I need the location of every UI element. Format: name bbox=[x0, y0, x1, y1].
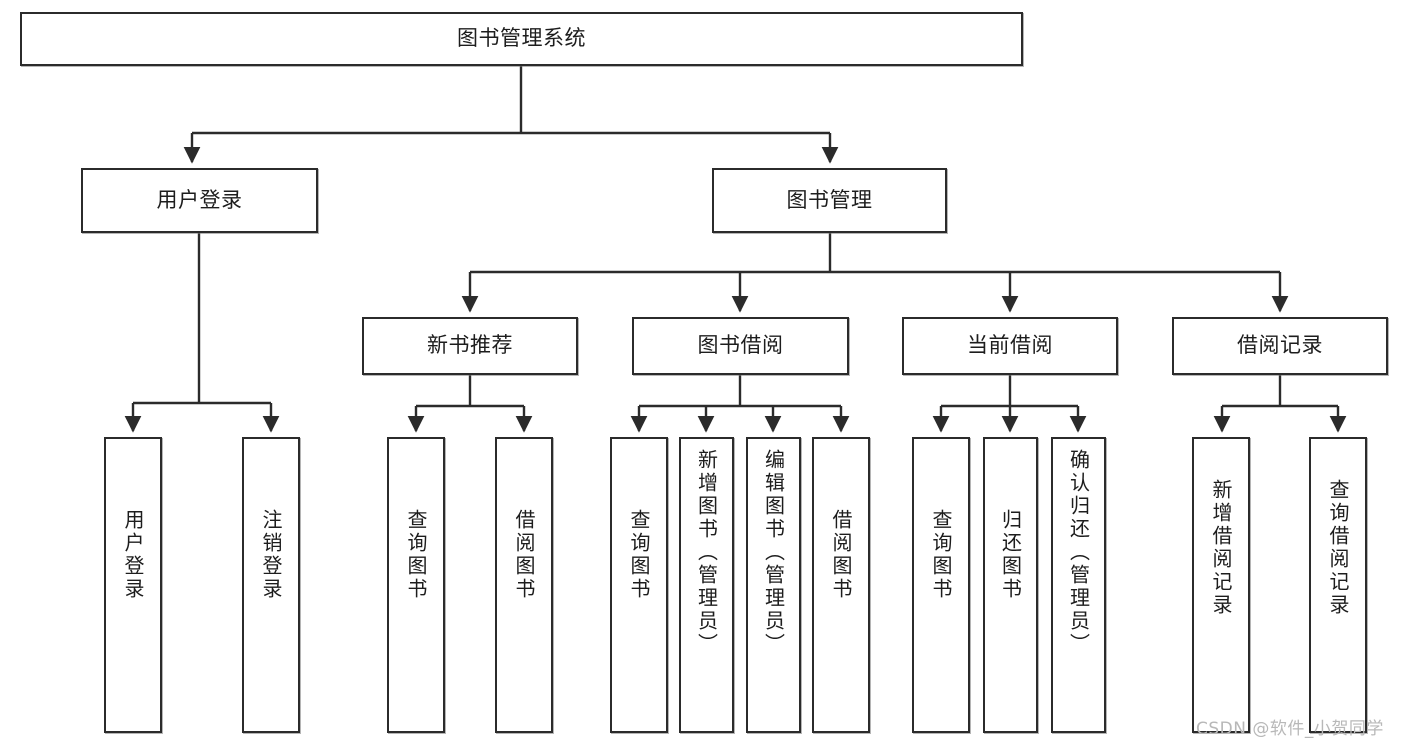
node-book-management-label: 图书管理 bbox=[786, 187, 873, 212]
node-book-management[interactable]: 图书管理 bbox=[712, 168, 947, 233]
node-leaf-confirm-return-admin-label: 确认归还（管理员） bbox=[1066, 449, 1091, 656]
node-leaf-borrow-book-1[interactable]: 借阅图书 bbox=[495, 437, 553, 733]
node-leaf-add-book-admin-label: 新增图书（管理员） bbox=[694, 449, 719, 656]
node-leaf-edit-book-admin-label: 编辑图书（管理员） bbox=[761, 449, 786, 656]
node-leaf-add-book-admin[interactable]: 新增图书（管理员） bbox=[679, 437, 734, 733]
node-root-label: 图书管理系统 bbox=[457, 26, 586, 51]
node-current-borrow[interactable]: 当前借阅 bbox=[902, 317, 1118, 375]
node-new-book-recommend-label: 新书推荐 bbox=[427, 333, 513, 358]
node-leaf-edit-book-admin[interactable]: 编辑图书（管理员） bbox=[746, 437, 801, 733]
node-current-borrow-label: 当前借阅 bbox=[967, 333, 1053, 358]
node-leaf-borrow-book-1-label: 借阅图书 bbox=[512, 509, 536, 601]
node-leaf-query-book-1-label: 查询图书 bbox=[404, 509, 428, 601]
node-leaf-return-book-label: 归还图书 bbox=[998, 509, 1023, 601]
node-leaf-query-book-2-label: 查询图书 bbox=[627, 509, 651, 601]
node-book-borrow[interactable]: 图书借阅 bbox=[632, 317, 849, 375]
node-leaf-add-borrow-record-label: 新增借阅记录 bbox=[1209, 479, 1233, 617]
node-leaf-add-borrow-record[interactable]: 新增借阅记录 bbox=[1192, 437, 1250, 733]
node-leaf-query-borrow-record-label: 查询借阅记录 bbox=[1326, 479, 1350, 617]
node-leaf-user-login[interactable]: 用户登录 bbox=[104, 437, 162, 733]
node-leaf-query-borrow-record[interactable]: 查询借阅记录 bbox=[1309, 437, 1367, 733]
node-new-book-recommend[interactable]: 新书推荐 bbox=[362, 317, 578, 375]
node-borrow-records[interactable]: 借阅记录 bbox=[1172, 317, 1388, 375]
node-leaf-borrow-book-2-label: 借阅图书 bbox=[829, 509, 853, 601]
node-leaf-logout[interactable]: 注销登录 bbox=[242, 437, 300, 733]
node-leaf-logout-label: 注销登录 bbox=[259, 509, 283, 601]
node-user-login[interactable]: 用户登录 bbox=[81, 168, 318, 233]
node-root[interactable]: 图书管理系统 bbox=[20, 12, 1023, 66]
node-leaf-query-book-1[interactable]: 查询图书 bbox=[387, 437, 445, 733]
node-leaf-query-book-3[interactable]: 查询图书 bbox=[912, 437, 970, 733]
node-borrow-records-label: 借阅记录 bbox=[1237, 333, 1323, 358]
node-leaf-user-login-label: 用户登录 bbox=[121, 509, 145, 601]
node-leaf-query-book-2[interactable]: 查询图书 bbox=[610, 437, 668, 733]
node-book-borrow-label: 图书借阅 bbox=[697, 333, 784, 358]
node-leaf-confirm-return-admin[interactable]: 确认归还（管理员） bbox=[1051, 437, 1106, 733]
node-leaf-query-book-3-label: 查询图书 bbox=[929, 509, 953, 601]
watermark-text: CSDN @软件_小贺同学 bbox=[1196, 719, 1384, 739]
node-leaf-borrow-book-2[interactable]: 借阅图书 bbox=[812, 437, 870, 733]
node-leaf-return-book[interactable]: 归还图书 bbox=[983, 437, 1038, 733]
node-user-login-label: 用户登录 bbox=[156, 187, 243, 212]
